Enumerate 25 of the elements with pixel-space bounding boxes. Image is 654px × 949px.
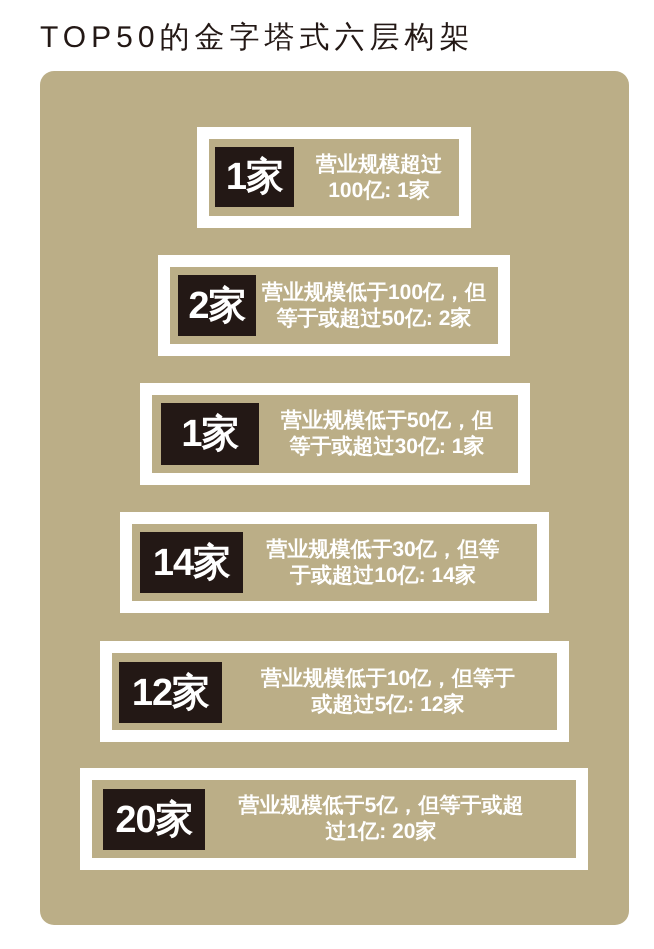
count-label: 12家: [132, 670, 210, 714]
count-label: 1家: [226, 155, 284, 199]
tier-box: [80, 768, 588, 870]
count-box: [215, 147, 294, 207]
count-label: 2家: [188, 284, 246, 328]
tier-box: [197, 127, 471, 228]
tier-box: [158, 255, 510, 356]
count-box: [178, 275, 256, 336]
title: TOP50的金字塔式六层构架: [40, 20, 474, 56]
count-box: [140, 532, 243, 593]
tier-box: [120, 512, 549, 613]
tier-description: 营业规模超过100亿: 1家: [315, 152, 443, 204]
count-label: 1家: [181, 412, 239, 456]
tier-box: [100, 641, 569, 742]
count-box: [119, 662, 222, 723]
tier-description: 营业规模低于50亿，但等于或超过30亿: 1家: [280, 408, 494, 460]
tier-box: [140, 383, 530, 485]
tier-description: 营业规模低于5亿，但等于或超过1亿: 20家: [238, 793, 524, 845]
count-box: [103, 789, 205, 850]
tier-description: 营业规模低于30亿，但等于或超过10亿: 14家: [265, 536, 501, 588]
count-label: 20家: [115, 798, 193, 842]
tier-description: 营业规模低于10亿，但等于或超过5亿: 12家: [260, 666, 516, 718]
count-box: [161, 403, 259, 465]
tier-description: 营业规模低于100亿，但等于或超过50亿: 2家: [260, 280, 488, 332]
count-label: 14家: [152, 540, 230, 584]
